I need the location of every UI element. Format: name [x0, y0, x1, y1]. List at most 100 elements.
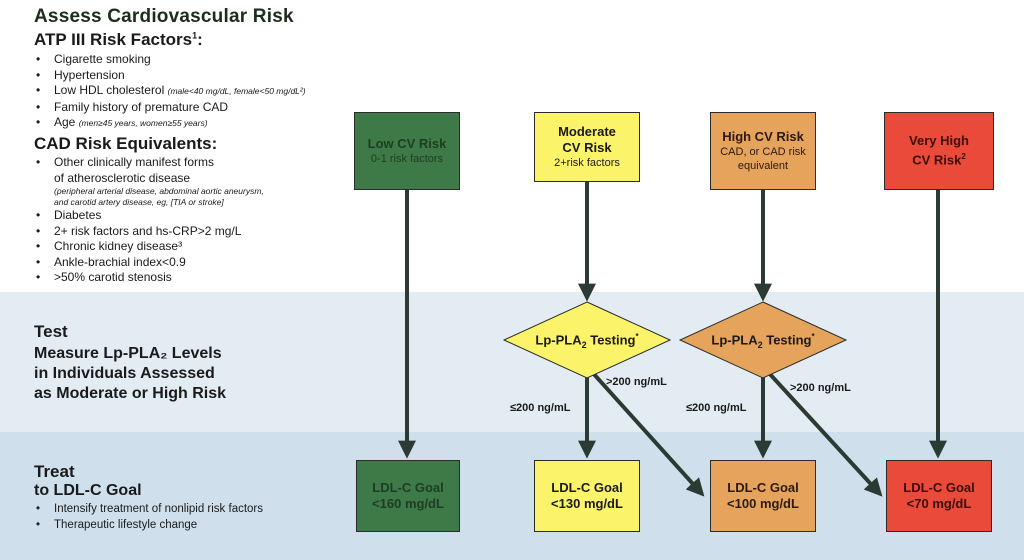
cad-item-1: Diabetes: [54, 208, 102, 222]
edge-label-moderate-low: ≤200 ng/mL: [510, 402, 571, 414]
cad-item-0-note2: and carotid artery disease, eg, [TIA or …: [54, 197, 224, 207]
goal-box-high: LDL-C Goal <100 mg/dL: [710, 460, 816, 532]
atp-item-2-note: (male<40 mg/dL, female<50 mg/dL²): [167, 86, 306, 96]
arrow-high-test-high: [766, 370, 883, 497]
risk-veryhigh-title-1: Very High: [909, 133, 969, 149]
testing-label-sup: *: [635, 332, 639, 341]
list-item: 2+ risk factors and hs-CRP>2 mg/L: [32, 224, 264, 240]
cad-item-note: (peripheral arterial disease, abdominal …: [32, 186, 264, 197]
risk-veryhigh-title-2: CV Risk2: [912, 149, 966, 168]
cad-title: CAD Risk Equivalents:: [34, 134, 218, 153]
treat-band: [0, 432, 1024, 560]
cad-item-note: and carotid artery disease, eg, [TIA or …: [32, 197, 264, 208]
atp-item-4-note: (men≥45 years, women≥55 years): [78, 118, 208, 128]
goal-low-line1: LDL-C Goal: [372, 480, 444, 495]
cad-item-4: Ankle-brachial index<0.9: [54, 254, 186, 269]
testing-diamond-high: [678, 301, 848, 379]
cad-item-0-line1: Other clinically manifest forms: [54, 155, 215, 169]
list-item: Diabetes: [32, 208, 264, 224]
risk-low-sub: 0-1 risk factors: [370, 153, 444, 165]
risk-box-moderate: Moderate CV Risk 2+risk factors: [534, 112, 640, 182]
goal-veryhigh-line2: <70 mg/dL: [906, 496, 972, 511]
atp-risk-list: Cigarette smoking Hypertension Low HDL c…: [32, 52, 306, 132]
testing-label-moderate: Lp-PLA2 Testing*: [512, 332, 662, 350]
risk-high-title: High CV Risk: [722, 129, 804, 144]
list-item: Therapeutic lifestyle change: [32, 518, 263, 534]
cad-risk-list: Other clinically manifest forms of ather…: [32, 155, 264, 286]
risk-moderate-title-1: Moderate: [558, 124, 616, 139]
test-line-3: as Moderate or High Risk: [34, 385, 227, 402]
risk-moderate-sub: 2+risk factors: [554, 157, 620, 169]
assess-title: Assess Cardiovascular Risk: [34, 6, 294, 27]
treat-subtitle: to LDL-C Goal: [34, 482, 142, 499]
goal-veryhigh-line1: LDL-C Goal: [903, 480, 975, 495]
atp-title-suffix: :: [197, 30, 203, 49]
list-item-continued: of atherosclerotic disease: [32, 171, 264, 187]
list-item: Hypertension: [32, 68, 306, 84]
test-body: Measure Lp-PLA₂ Levels in Individuals As…: [34, 344, 226, 404]
testing-label-prefix: Lp-PLA: [711, 332, 758, 348]
atp-item-3: Family history of premature CAD: [54, 99, 229, 114]
testing-label-sub: 2: [757, 339, 763, 350]
treat-item-0: Intensify treatment of nonlipid risk fac…: [54, 503, 264, 515]
atp-item-1: Hypertension: [54, 67, 125, 82]
testing-diamond-moderate: [502, 301, 672, 379]
list-item: Age (men≥45 years, women≥55 years): [32, 115, 306, 132]
atp-item-4: Age: [54, 115, 79, 129]
treat-title: Treat: [34, 462, 75, 481]
atp-title-sup: 1: [192, 30, 198, 41]
risk-box-high: High CV Risk CAD, or CAD risk equivalent: [710, 112, 816, 190]
risk-box-low: Low CV Risk 0-1 risk factors: [354, 112, 460, 190]
list-item: Other clinically manifest forms: [32, 155, 264, 171]
test-line-2: in Individuals Assessed: [34, 365, 215, 382]
list-item: Cigarette smoking: [32, 52, 306, 68]
risk-box-very-high: Very High CV Risk2: [884, 112, 994, 190]
goal-box-very-high: LDL-C Goal <70 mg/dL: [886, 460, 992, 532]
atp-title-text: ATP III Risk Factors: [34, 30, 193, 49]
treat-list: Intensify treatment of nonlipid risk fac…: [32, 502, 263, 533]
goal-box-moderate: LDL-C Goal <130 mg/dL: [534, 460, 640, 532]
risk-high-sub-1: CAD, or CAD risk: [720, 146, 806, 158]
atp-item-2: Low HDL cholesterol: [54, 83, 168, 97]
goal-box-low: LDL-C Goal <160 mg/dL: [356, 460, 460, 532]
goal-high-line1: LDL-C Goal: [727, 480, 799, 495]
testing-label-prefix: Lp-PLA: [535, 332, 582, 348]
arrow-moderate-test-high: [590, 370, 705, 497]
testing-label-high: Lp-PLA2 Testing*: [688, 332, 838, 350]
cad-item-5: >50% carotid stenosis: [54, 270, 172, 284]
test-line-1: Measure Lp-PLA₂ Levels: [34, 345, 222, 362]
edge-label-moderate-high: >200 ng/mL: [606, 376, 667, 388]
cad-item-0-note1: (peripheral arterial disease, abdominal …: [54, 186, 264, 196]
risk-veryhigh-sup: 2: [961, 152, 966, 162]
risk-high-sub-2: equivalent: [737, 160, 789, 172]
goal-low-line2: <160 mg/dL: [372, 496, 444, 511]
risk-veryhigh-title-2-text: CV Risk: [912, 152, 962, 168]
testing-label-sub: 2: [581, 339, 587, 350]
list-item: Low HDL cholesterol (male<40 mg/dL, fema…: [32, 83, 306, 100]
list-item: Family history of premature CAD: [32, 100, 306, 116]
cad-item-0-line2: of atherosclerotic disease: [54, 170, 191, 185]
cad-item-2: 2+ risk factors and hs-CRP>2 mg/L: [54, 223, 242, 238]
atp-item-0: Cigarette smoking: [54, 52, 151, 66]
test-title: Test: [34, 322, 68, 341]
goal-moderate-line2: <130 mg/dL: [551, 496, 623, 511]
testing-label-sup: *: [811, 332, 815, 341]
goal-high-line2: <100 mg/dL: [727, 496, 799, 511]
testing-label-suffix: Testing: [762, 332, 812, 348]
testing-label-suffix: Testing: [586, 332, 636, 348]
goal-moderate-line1: LDL-C Goal: [551, 480, 623, 495]
test-band: [0, 292, 1024, 432]
risk-moderate-title-2: CV Risk: [562, 140, 612, 155]
atp-title: ATP III Risk Factors1:: [34, 30, 203, 50]
list-item: >50% carotid stenosis: [32, 270, 264, 286]
risk-low-title: Low CV Risk: [367, 136, 447, 151]
edge-label-high-low: ≤200 ng/mL: [686, 402, 747, 414]
list-item: Intensify treatment of nonlipid risk fac…: [32, 502, 263, 518]
list-item: Ankle-brachial index<0.9: [32, 255, 264, 271]
edge-label-high-high: >200 ng/mL: [790, 382, 851, 394]
list-item: Chronic kidney disease³: [32, 239, 264, 255]
treat-item-1: Therapeutic lifestyle change: [54, 518, 198, 531]
cad-item-3: Chronic kidney disease³: [54, 239, 183, 253]
